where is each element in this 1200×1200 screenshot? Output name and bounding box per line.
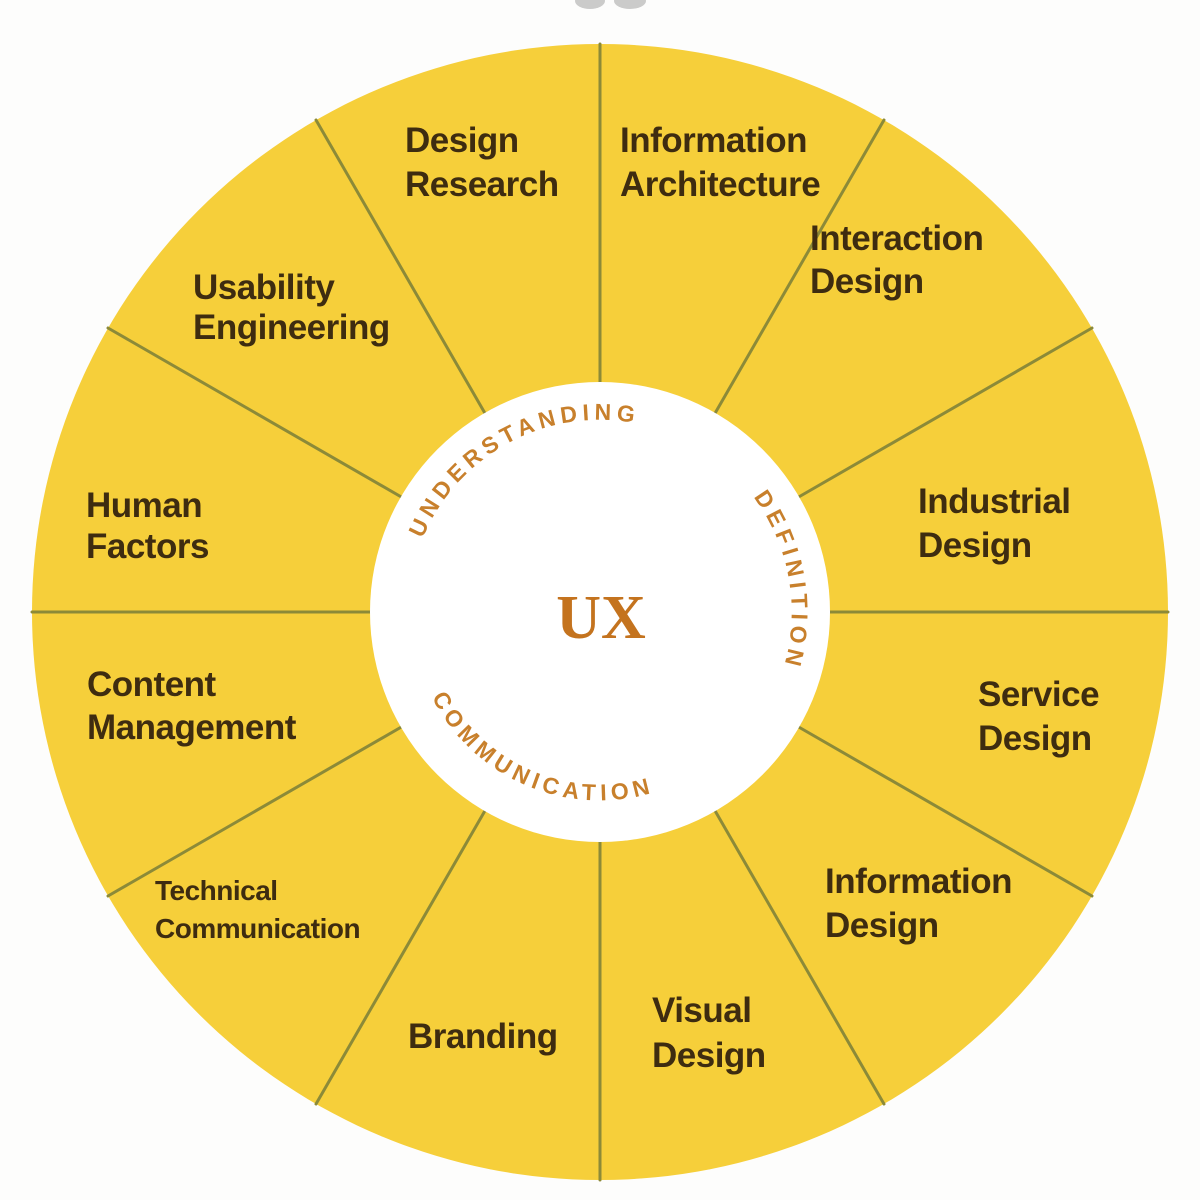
- divider-4-oclock: [788, 720, 1094, 898]
- segment-label-line: Research: [405, 165, 559, 204]
- segment-label-visual-design: Visual Design: [652, 991, 766, 1075]
- segment-label-line: Design: [978, 719, 1092, 758]
- segment-label-information-design: Information Design: [825, 862, 1012, 945]
- segment-label-branding: Branding: [408, 1017, 558, 1056]
- segment-label-interaction-design: Interaction Design: [810, 219, 984, 301]
- segment-label-line: Information: [825, 862, 1012, 901]
- divider-11-oclock: [314, 118, 492, 424]
- segment-label-line: Visual: [652, 991, 751, 1030]
- segment-label-line: Communication: [155, 913, 360, 944]
- segment-label-line: Interaction: [810, 219, 983, 258]
- segment-label-line: Design: [918, 526, 1032, 565]
- segment-label-design-research: Design Research: [405, 121, 559, 204]
- segment-label-service-design: Service Design: [978, 675, 1100, 758]
- segment-label-line: Design: [810, 262, 924, 301]
- segment-label-content-management: Content Management: [87, 665, 297, 747]
- segment-label-line: Design: [652, 1036, 766, 1075]
- segment-label-line: Engineering: [193, 308, 390, 347]
- segment-label-line: Service: [978, 675, 1099, 714]
- segment-label-technical-communication: Technical Communication: [155, 875, 361, 944]
- segment-label-line: Content: [87, 665, 217, 704]
- segment-label-line: Human: [86, 486, 202, 525]
- divider-7-oclock: [314, 800, 492, 1106]
- segment-label-line: Information: [620, 121, 807, 160]
- segment-label-information-architecture: Information Architecture: [620, 121, 821, 204]
- segment-dividers: [30, 42, 1170, 1182]
- segment-label-line: Design: [405, 121, 519, 160]
- center-circle: [370, 382, 830, 842]
- segment-label-line: Industrial: [918, 482, 1071, 521]
- segment-labels: Information Architecture Interaction Des…: [86, 121, 1100, 1075]
- cropped-edge-artifact: [575, 0, 646, 9]
- center-label: UX: [556, 584, 646, 652]
- segment-label-line: Branding: [408, 1017, 558, 1056]
- segment-label-human-factors: Human Factors: [86, 486, 209, 566]
- segment-label-industrial-design: Industrial Design: [918, 482, 1071, 565]
- segment-label-line: Factors: [86, 527, 209, 566]
- segment-label-line: Management: [87, 708, 297, 747]
- segment-label-usability-engineering: Usability Engineering: [193, 268, 390, 347]
- segment-label-line: Usability: [193, 268, 335, 307]
- segment-label-line: Technical: [155, 875, 278, 906]
- divider-5-oclock: [708, 800, 886, 1106]
- segment-label-line: Architecture: [620, 165, 820, 204]
- divider-1-oclock: [708, 118, 886, 424]
- divider-10-oclock: [106, 326, 412, 504]
- divider-8-oclock: [106, 720, 412, 898]
- divider-2-oclock: [788, 326, 1094, 504]
- segment-label-line: Design: [825, 906, 939, 945]
